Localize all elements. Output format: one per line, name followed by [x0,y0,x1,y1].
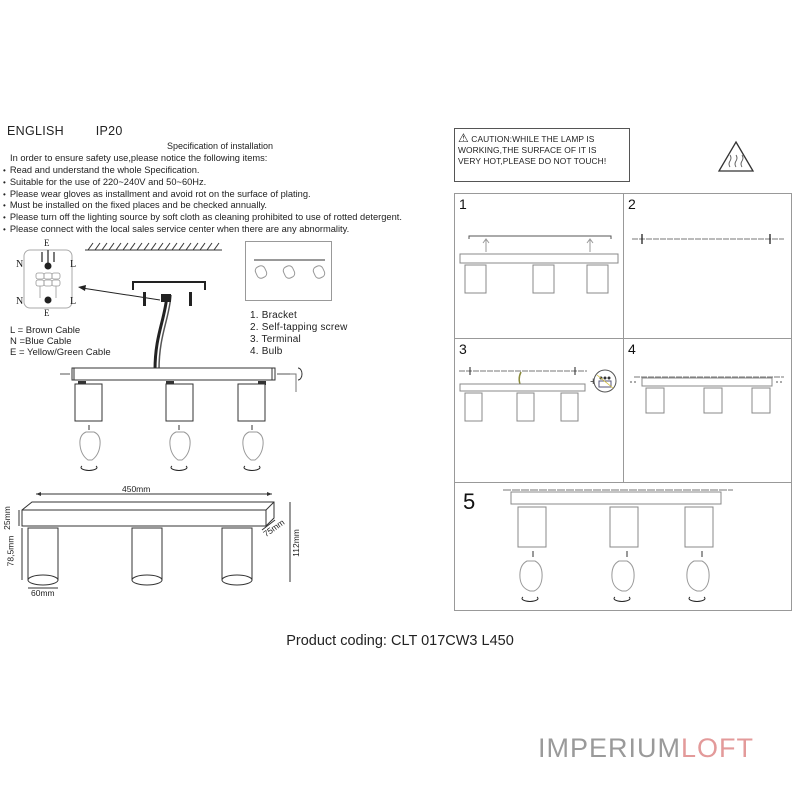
step-4-drawing [630,376,784,414]
terminal-label-e-top: E [44,238,50,248]
step-5: 5 [455,483,791,610]
language-label: ENGLISH [7,124,64,138]
caution-line-2: WORKING,THE SURFACE OF IT IS [458,145,597,156]
step-number: 3 [459,341,467,357]
part-bulb: 4. Bulb [250,346,283,357]
step-2: 2 [624,194,791,339]
cable-legend-e: E = Yellow/Green Cable [10,347,111,358]
part-terminal: 3. Terminal [250,334,301,345]
spec-intro: In order to ensure safety use,please not… [10,153,268,163]
dim-total-height: 112mm [290,529,301,557]
dim-base-height: 25mm [1,506,12,530]
cable-legend: L = Brown Cable N =Blue Cable E = Yellow… [10,325,111,358]
terminal-label-l-top: L [70,259,77,270]
terminal-label-n-top: N [16,259,24,270]
safety-item: Please turn off the lighting source by s… [3,212,402,224]
terminal-label-e-bottom: E [44,308,50,318]
caution-box: ⚠ CAUTION:WHILE THE LAMP IS WORKING,THE … [454,128,630,182]
terminal-label-l-bottom: L [70,296,77,307]
hot-surface-icon [717,140,755,172]
step-3: 3 + [455,339,624,483]
parts-list: 1. Bracket 2. Self-tapping screw 3. Term… [250,310,348,358]
brand-part-2: LOFT [681,733,755,763]
safety-item: Please wear gloves as installment and av… [3,189,402,201]
step-2-drawing [632,234,784,244]
terminal-label-n-bottom: N [16,296,24,307]
part-bracket: 1. Bracket [250,310,298,321]
mounting-drawing [60,242,303,471]
step-1-drawing [459,235,619,294]
language-header: ENGLISH IP20 [7,124,123,138]
step-number: 5 [463,489,476,514]
part-screw: 2. Self-tapping screw [250,322,348,333]
terminal-diagram: E N L N L E [16,238,78,322]
dim-length: 450mm [122,484,151,494]
spotlight-preview-icon [254,259,326,279]
safety-item: Read and understand the whole Specificat… [3,165,402,177]
caution-line-1: CAUTION:WHILE THE LAMP IS [471,134,595,144]
step-5-drawing [503,489,733,602]
step-number: 1 [459,196,467,212]
brand-part-1: IMPERIUM [538,733,681,763]
step-3-drawing: + [459,367,617,422]
caution-line-3: VERY HOT,PLEASE DO NOT TOUCH! [458,156,607,167]
brand-logo: IMPERIUMLOFT [538,733,754,764]
safety-item: Must be installed on the fixed places an… [3,200,402,212]
step-1: 1 [455,194,624,339]
safety-item: Please connect with the local sales serv… [3,224,402,236]
warning-triangle-icon: ⚠ [458,131,469,145]
dimension-drawing [18,492,291,589]
cable-legend-l: L = Brown Cable [10,325,81,336]
step-number: 2 [628,196,636,212]
safety-item: Suitable for the use of 220~240V and 50~… [3,177,402,189]
product-coding: Product coding: CLT 017CW3 L450 [286,633,514,649]
terminal-block-icon [23,249,73,309]
ip-rating: IP20 [95,124,123,138]
dim-shade-height: 78,5mm [5,535,16,567]
cable-legend-n: N =Blue Cable [10,336,72,347]
installation-steps-grid: 1 2 3 + 4 [454,193,792,611]
spec-title: Specification of installation [166,141,274,151]
dim-shade-diameter: 60mm [31,588,55,598]
safety-list: Read and understand the whole Specificat… [3,165,402,236]
svg-text:+: + [590,376,596,388]
step-number: 4 [628,341,636,357]
product-preview [245,241,332,301]
step-4: 4 [624,339,791,483]
